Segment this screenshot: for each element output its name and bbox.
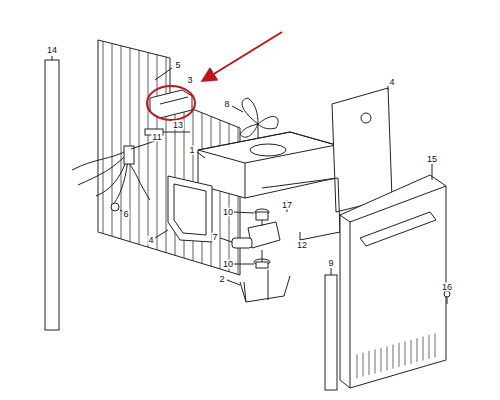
fan-housing <box>198 132 336 198</box>
rear-cover <box>340 175 446 388</box>
part-3 <box>150 90 192 118</box>
callout-number: 17 <box>281 201 293 210</box>
callout-number: 14 <box>46 46 58 55</box>
callout-number: 12 <box>296 241 308 250</box>
highlight-arrow <box>204 32 282 80</box>
side-panel-left <box>168 176 212 242</box>
callout-number: 6 <box>122 210 129 219</box>
callout-number: 4 <box>147 236 154 245</box>
callout-number: 5 <box>174 61 181 70</box>
callout-number: 10 <box>222 208 234 217</box>
fan-motor <box>232 209 280 268</box>
wire-harness <box>72 146 150 211</box>
motor-bracket <box>240 270 290 302</box>
callout-number: 13 <box>172 121 184 130</box>
highlight-circle <box>147 86 195 120</box>
callout-number: 7 <box>211 233 218 242</box>
callout-number: 16 <box>441 283 453 292</box>
callout-number: 15 <box>426 155 438 164</box>
callout-number: 9 <box>327 259 334 268</box>
callout-number: 8 <box>223 100 230 109</box>
callout-number: 1 <box>188 146 195 155</box>
callout-number: 11 <box>151 133 162 142</box>
side-panel-right <box>332 88 392 212</box>
screw <box>444 291 450 304</box>
callout-number: 3 <box>186 76 193 85</box>
trim-bar <box>325 275 337 390</box>
callout-number: 10 <box>222 260 234 269</box>
callout-number: 4 <box>388 78 395 87</box>
callout-number: 2 <box>218 275 225 284</box>
trim-bar <box>45 60 59 330</box>
